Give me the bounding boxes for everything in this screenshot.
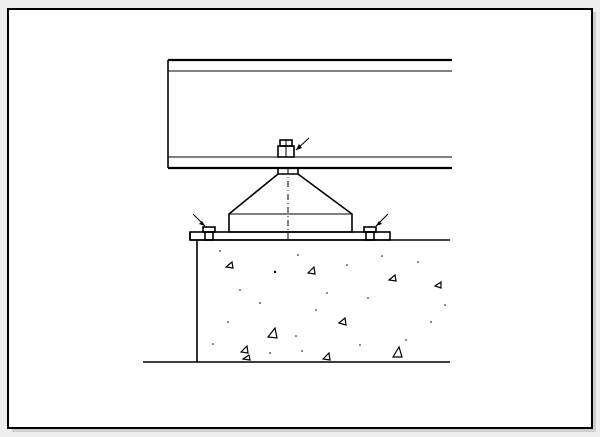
aggregate-marks: [224, 260, 442, 361]
aggregate-dots: [212, 250, 446, 354]
anchor-bolt-right: [363, 213, 389, 241]
drawing-sheet: [7, 8, 593, 429]
anchor-bolt-top: [277, 137, 310, 158]
steel-beam: [167, 58, 452, 170]
concrete-foundation: [189, 232, 450, 362]
